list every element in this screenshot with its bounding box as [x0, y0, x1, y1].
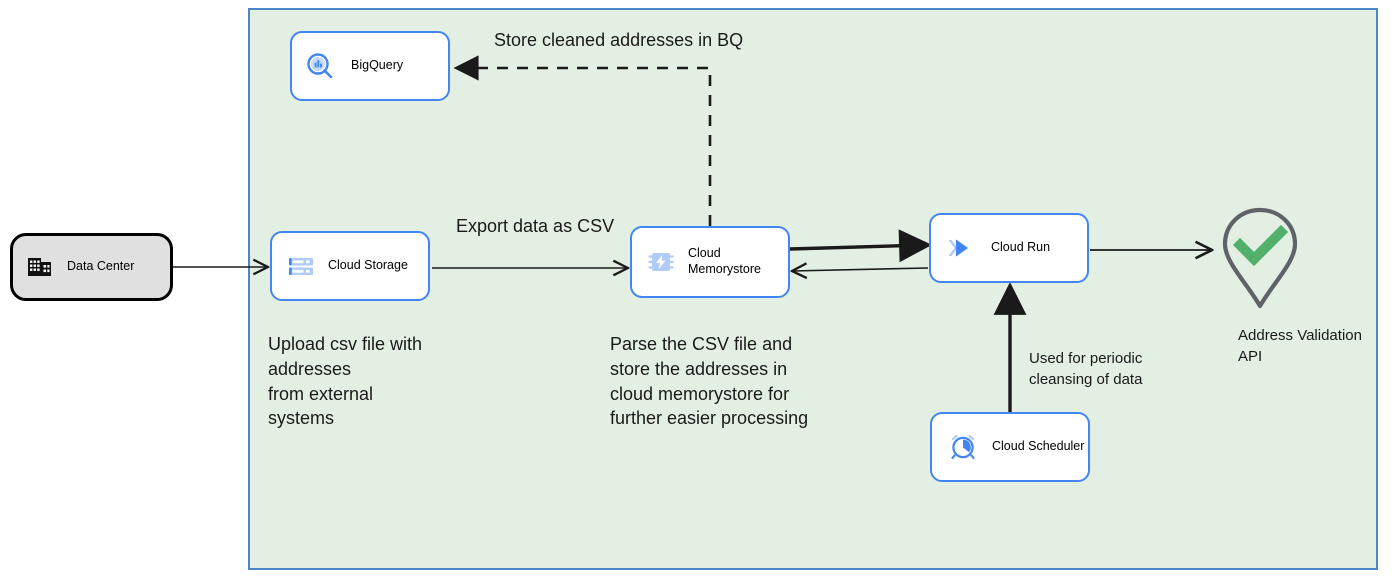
cloud-run-icon — [945, 234, 977, 262]
node-cloud-storage[interactable]: Cloud Storage — [270, 231, 430, 301]
node-data-center[interactable]: Data Center — [10, 233, 173, 301]
cloud-boundary-container — [248, 8, 1378, 570]
node-cloud-scheduler-label: Cloud Scheduler — [992, 439, 1085, 454]
node-cloud-run-label: Cloud Run — [991, 240, 1051, 255]
node-cloud-run[interactable]: Cloud Run — [929, 213, 1089, 283]
node-bigquery[interactable]: BigQuery — [290, 31, 450, 101]
address-validation-pin-icon — [1218, 206, 1302, 311]
node-cloud-scheduler[interactable]: Cloud Scheduler — [930, 412, 1090, 482]
edge-label-export-csv: Export data as CSV — [456, 216, 615, 236]
node-data-center-label: Data Center — [67, 259, 135, 274]
cloud-storage-icon — [287, 252, 315, 280]
node-cloud-memorystore[interactable]: Cloud Memorystore — [630, 226, 790, 298]
annotation-parse-csv: Parse the CSV file and store the address… — [610, 334, 809, 429]
annotation-scheduler: Used for periodic cleansing of data — [1029, 350, 1143, 388]
node-cloud-storage-label: Cloud Storage — [328, 258, 408, 273]
annotation-upload-csv: Upload csv file with addresses from exte… — [268, 334, 423, 429]
bigquery-icon — [305, 51, 335, 81]
cloud-memorystore-icon — [647, 248, 675, 276]
node-cloud-memorystore-label: Cloud Memorystore — [688, 246, 761, 276]
address-validation-api-label: Address Validation API — [1238, 327, 1362, 365]
data-center-icon — [27, 254, 53, 280]
cloud-scheduler-icon — [948, 432, 978, 462]
node-bigquery-label: BigQuery — [351, 58, 404, 73]
edge-label-store-in-bq: Store cleaned addresses in BQ — [494, 30, 744, 50]
